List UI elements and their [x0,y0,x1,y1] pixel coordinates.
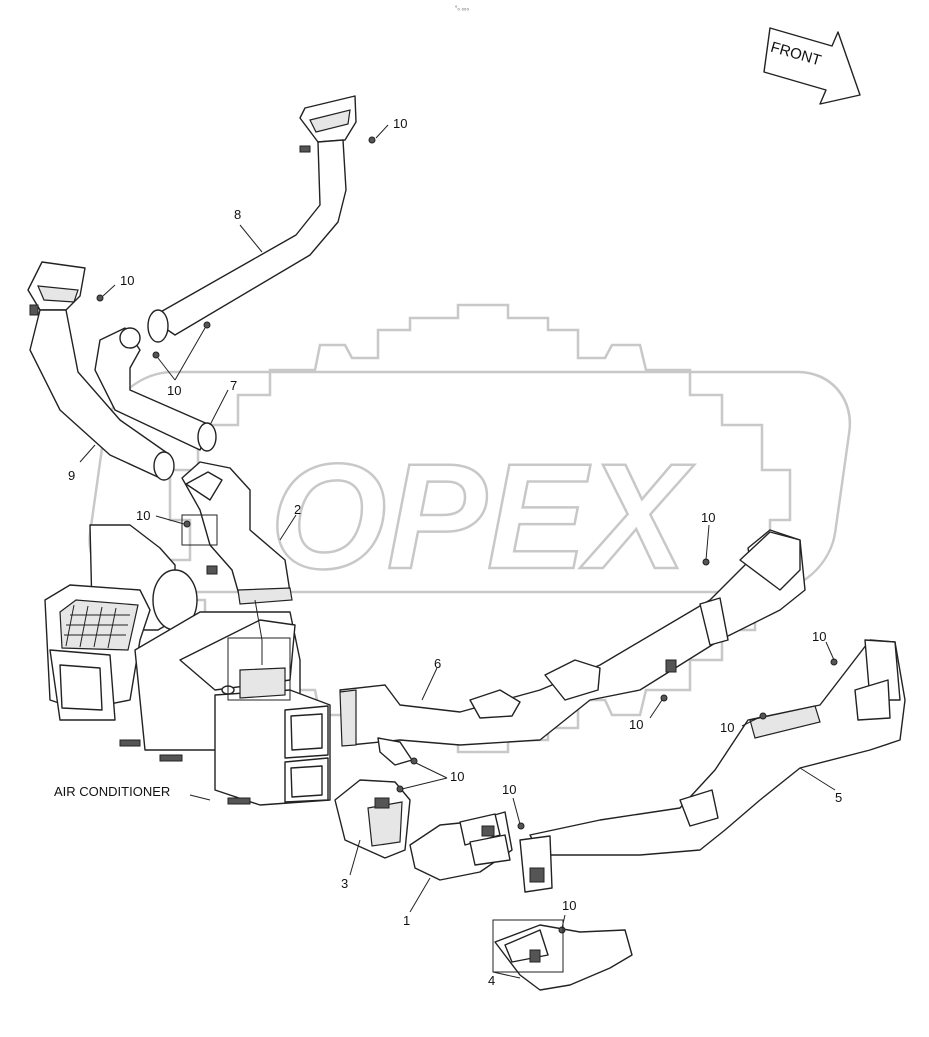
duct-9 [27,261,175,481]
callout-10: 10 [120,273,134,288]
duct-3 [334,779,411,859]
callout-2: 2 [294,502,301,517]
duct-8 [147,95,357,343]
screw-icon [183,520,191,528]
front-direction-arrow: FRONT [763,27,861,105]
duct-5 [519,639,906,893]
air-conditioner-label: AIR CONDITIONER [54,784,170,799]
callout-8: 8 [234,207,241,222]
watermark-badge-icon [88,370,852,594]
callout-10: 10 [136,508,150,523]
callout-5: 5 [835,790,842,805]
callout-10: 10 [393,116,407,131]
callout-10: 10 [720,720,734,735]
screw-icon [759,712,767,720]
callout-4: 4 [488,973,495,988]
callout-6: 6 [434,656,441,671]
callout-10: 10 [562,898,576,913]
screw-icon [517,822,525,830]
screw-icon [368,136,376,144]
watermark-text: OPEX [270,432,695,600]
screw-icon [660,694,668,702]
callout-10: 10 [812,629,826,644]
front-arrow-icon [763,27,861,105]
ac-grille-icon [59,599,139,651]
air-conditioner-unit [44,524,331,806]
callout-10: 10 [167,383,181,398]
callout-7: 7 [230,378,237,393]
screw-icon [152,351,160,359]
screw-icon [96,294,104,302]
duct-6 [339,529,806,766]
duct-7 [94,327,217,452]
callout-9: 9 [68,468,75,483]
callout-10: 10 [450,769,464,784]
callout-10: 10 [502,782,516,797]
header-mark: °₀ ₀₀₀ [455,6,470,12]
leader-lines [79,124,836,979]
screw-icon [410,757,418,765]
screw-icon [203,321,211,329]
callout-3: 3 [341,876,348,891]
callout-1: 1 [403,913,410,928]
callout-labels: 10 8 10 10 7 9 10 2 10 10 6 10 10 10 AIR… [54,116,842,988]
elbow-2 [181,461,293,605]
duct-1 [409,811,513,881]
opex-watermark-logo: OPEX [88,303,852,754]
callout-10: 10 [701,510,715,525]
callout-10: 10 [629,717,643,732]
